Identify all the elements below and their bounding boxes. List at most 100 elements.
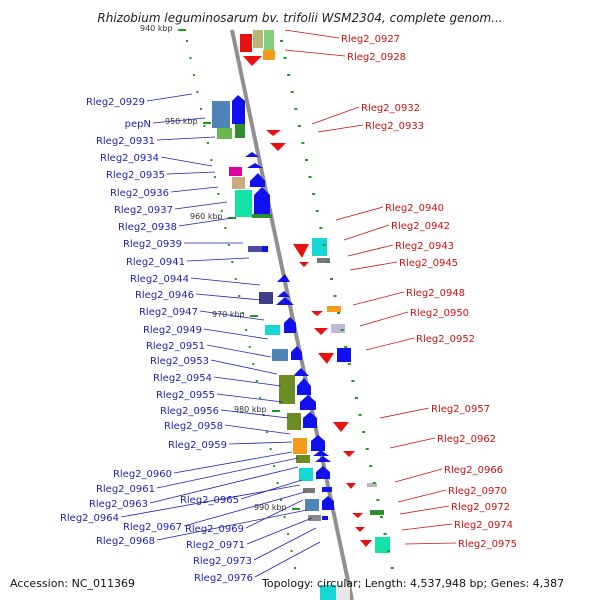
gene-label-left[interactable]: Rleg2_0973 [193,527,317,567]
feature-reverse-arrow [346,483,356,489]
track-tick [294,567,297,569]
gene-label-left[interactable]: Rleg2_0941 [126,257,250,268]
gene-label-left[interactable]: Rleg2_0939 [123,239,243,250]
gene-label-text: Rleg2_0931 [96,136,155,147]
gene-label-left[interactable]: Rleg2_0929 [86,93,193,108]
gene-label-right[interactable]: Rleg2_0945 [349,258,458,271]
gene-label-left[interactable]: Rleg2_0964 [60,484,301,524]
gene-label-left[interactable]: Rleg2_0955 [156,390,284,403]
track-tick [189,57,192,59]
gene-label-text: Rleg2_0972 [451,502,510,513]
track-tick [241,312,244,314]
gene-label-text: Rleg2_0964 [60,513,119,524]
feature-forward [232,95,245,124]
gene-label-right[interactable]: Rleg2_0950 [359,308,469,327]
gene-label-right[interactable]: Rleg2_0966 [394,465,503,483]
gene-label-left[interactable]: Rleg2_0961 [96,457,299,495]
track-tick [326,261,330,263]
gene-label-right[interactable]: Rleg2_0927 [284,29,400,45]
track-tick [203,125,206,127]
gene-label-right[interactable]: Rleg2_0928 [284,49,406,63]
track-tick [196,91,199,93]
gene-label-text: Rleg2_0939 [123,239,182,250]
gene-label-left[interactable]: Rleg2_0931 [96,136,216,147]
gene-label-left[interactable]: pepN [125,117,206,130]
gene-label-right[interactable]: Rleg2_0952 [365,334,475,351]
gene-label-left[interactable]: Rleg2_0934 [100,153,213,167]
gene-label-left[interactable]: Rleg2_0969 [185,499,304,535]
gene-label-left[interactable]: Rleg2_0944 [130,274,261,286]
gene-label-right[interactable]: Rleg2_0943 [347,241,454,257]
feature-reverse-arrow [243,56,262,66]
gene-label-left[interactable]: Rleg2_0936 [110,186,219,199]
leader-line [216,393,284,403]
feature-reverse-arrow [355,527,365,532]
gene-label-left[interactable]: Rleg2_0976 [194,541,321,584]
gene-label-left[interactable]: Rleg2_0968 [96,509,308,547]
track-tick [224,227,227,229]
gene-label-right[interactable]: Rleg2_0970 [397,486,507,503]
gene-label-left[interactable]: Rleg2_0963 [89,466,299,510]
track-tick [192,74,195,76]
gene-label-left[interactable]: Rleg2_0947 [139,307,265,321]
feature-forward-arrow [313,450,329,456]
track-tick [290,550,293,552]
leader-line [149,466,299,504]
feature-domain [253,30,263,48]
leader-line [311,106,360,125]
gene-label-left[interactable]: Rleg2_0935 [106,170,216,181]
gene-label-left[interactable]: Rleg2_0956 [160,406,289,419]
kbp-tick-label: 970 kbp [212,310,245,319]
feature-reverse [240,34,252,52]
gene-label-left[interactable]: Rleg2_0959 [168,440,293,451]
gene-label-right[interactable]: Rleg2_0972 [399,502,510,515]
gene-label-text: Rleg2_0950 [410,308,469,319]
kbp-tick: 960 kbp [190,212,236,221]
leader-line [284,29,340,39]
gene-label-left[interactable]: Rleg2_0951 [146,341,272,358]
track-tick [344,346,348,348]
gene-label-text: Rleg2_0969 [185,524,244,535]
gene-label-left[interactable]: Rleg2_0938 [118,217,233,233]
kbp-tick-label: 940 kbp [140,24,173,33]
gene-label-left[interactable]: Rleg2_0967 [123,491,306,533]
track-tick [220,210,223,212]
leader-line [389,437,436,449]
gene-label-text: Rleg2_0957 [431,404,490,415]
feature-domain [296,455,310,463]
track-tick [294,108,298,110]
feature-domain [212,101,230,128]
gene-label-right[interactable]: Rleg2_0957 [379,404,490,419]
leader-line [160,156,213,167]
leader-line [349,261,398,271]
gene-label-left[interactable]: Rleg2_0946 [135,290,262,301]
gene-label-left[interactable]: Rleg2_0971 [186,517,313,551]
gene-label-right[interactable]: Rleg2_0940 [335,203,444,221]
leader-line [352,291,405,306]
gene-label-right[interactable]: Rleg2_0932 [311,103,420,125]
gene-label-right[interactable]: Rleg2_0942 [343,221,450,241]
gene-label-left[interactable]: Rleg2_0949 [143,325,269,340]
track-tick [329,278,333,280]
gene-label-right[interactable]: Rleg2_0974 [401,520,513,531]
track-tick [387,550,391,552]
gene-label-left[interactable]: Rleg2_0965 [180,479,303,506]
gene-label-right[interactable]: Rleg2_0933 [317,121,424,133]
leader-line [379,407,430,419]
gene-label-right[interactable]: Rleg2_0948 [352,288,465,306]
feature-domain [320,585,336,600]
feature-forward [297,378,311,395]
gene-label-text: Rleg2_0938 [118,222,177,233]
gene-label-left[interactable]: Rleg2_0958 [164,421,291,435]
gene-label-left[interactable]: Rleg2_0954 [153,373,282,387]
feature-forward-arrow [276,297,294,305]
gene-label-left[interactable]: Rleg2_0937 [114,201,228,216]
gene-label-right[interactable]: Rleg2_0962 [389,434,496,449]
map-title: Rhizobium leguminosarum bv. trifolii WSM… [97,11,502,25]
leader-line [359,311,409,327]
gene-label-text: Rleg2_0968 [96,536,155,547]
gene-label-left[interactable]: Rleg2_0953 [150,356,278,375]
gene-label-left[interactable]: Rleg2_0960 [113,451,293,480]
gene-label-right[interactable]: Rleg2_0975 [404,539,517,550]
